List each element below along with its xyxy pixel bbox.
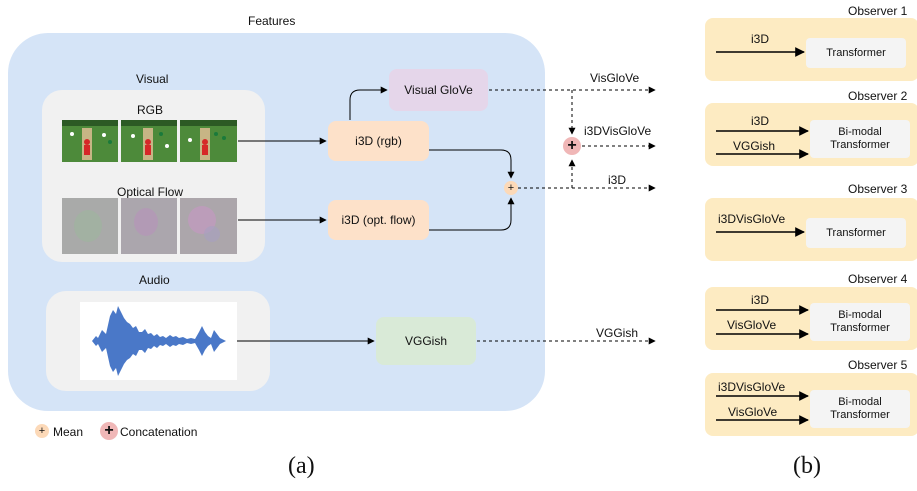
i3dvisglove-output-label: i3DVisGloVe [584, 124, 652, 138]
i3d-rgb-node: i3D (rgb) [328, 121, 429, 161]
audio-label: Audio [139, 273, 170, 287]
observer-4-title: Observer 4 [848, 272, 908, 286]
arrow-i3d-rgb-to-mean [429, 149, 515, 179]
optical-flow-image [62, 198, 237, 254]
caption-a: (a) [288, 453, 315, 479]
visglove-output-label: VisGloVe [590, 71, 640, 85]
rgb-label: RGB [136, 103, 163, 117]
observer-1-title: Observer 1 [848, 4, 908, 18]
mean-icon: + [504, 181, 518, 195]
observer-2-model: Bi-modal Transformer [810, 120, 910, 158]
audio-waveform-image [92, 306, 226, 376]
visual-label: Visual [136, 72, 169, 86]
rgb-frames [62, 120, 237, 162]
visual-glove-node: Visual GloVe [389, 69, 488, 111]
observer-2-input-1: i3D [751, 114, 770, 128]
observer-1-model: Transformer [806, 38, 906, 68]
i3d-output-label: i3D [608, 173, 627, 187]
observer-2-input-2: VGGish [733, 139, 776, 153]
observer-1-input-1: i3D [751, 32, 770, 46]
vggish-node: VGGish [376, 317, 476, 365]
observer-4-input-1: i3D [751, 293, 770, 307]
observer-4-input-2: VisGloVe [727, 318, 777, 332]
audio-waveform [80, 302, 237, 380]
observer-3-input-1: i3DVisGloVe [718, 212, 786, 226]
concatenation-icon: + [563, 137, 581, 155]
observer-3-model: Transformer [806, 218, 906, 248]
observer-5-input-1: i3DVisGloVe [718, 380, 786, 394]
optical-flow-frames [62, 198, 237, 254]
legend-mean-label: Mean [53, 425, 84, 439]
i3d-flow-node: i3D (opt. flow) [328, 200, 429, 240]
caption-b: (b) [793, 453, 821, 479]
observer-5-title: Observer 5 [848, 358, 908, 372]
arrow-i3d-to-visual-glove [349, 86, 388, 120]
observer-4-model: Bi-modal Transformer [810, 303, 910, 341]
arrow-i3d-flow-to-mean [429, 197, 515, 231]
legend-concatenation-icon: + [100, 422, 118, 440]
observer-3-title: Observer 3 [848, 182, 908, 196]
features-label: Features [248, 14, 296, 28]
legend-mean-icon: + [35, 424, 49, 438]
observer-5-input-2: VisGloVe [728, 405, 778, 419]
vggish-output-label: VGGish [596, 326, 639, 340]
optical-flow-label: Optical Flow [116, 185, 184, 199]
legend-concatenation-label: Concatenation [120, 425, 198, 439]
observer-5-model: Bi-modal Transformer [810, 390, 910, 428]
observer-2-title: Observer 2 [848, 89, 908, 103]
cricket-frame-image [62, 120, 237, 162]
